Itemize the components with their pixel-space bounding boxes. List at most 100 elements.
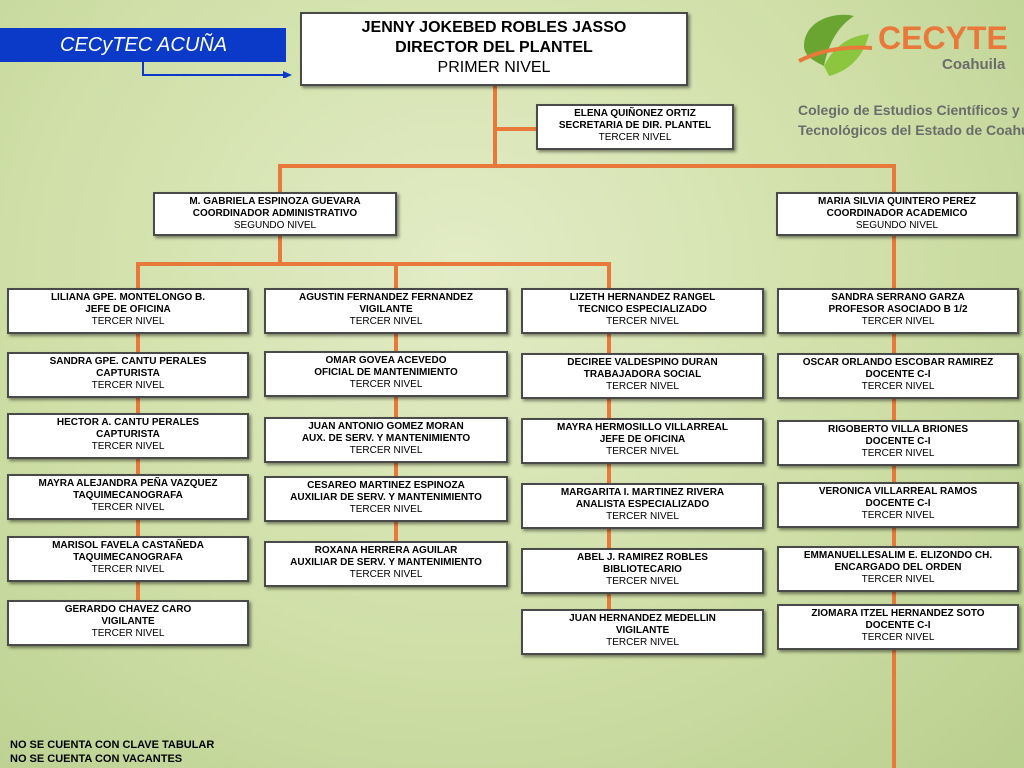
secretary-box: ELENA QUIÑONEZ ORTIZ SECRETARIA DE DIR. … bbox=[536, 104, 734, 150]
staff-title: DOCENTE C-I bbox=[865, 369, 931, 380]
staff-level: TERCER NIVEL bbox=[861, 632, 935, 643]
staff-level: TERCER NIVEL bbox=[91, 441, 165, 452]
staff-title: TECNICO ESPECIALIZADO bbox=[578, 304, 707, 315]
staff-title: CAPTURISTA bbox=[96, 368, 160, 379]
logo-line2: Tecnológicos del Estado de Coahuila bbox=[798, 122, 1024, 138]
staff-level: TERCER NIVEL bbox=[861, 381, 935, 392]
footnote-2: NO SE CUENTA CON VACANTES bbox=[10, 753, 183, 765]
staff-title: AUX. DE SERV. Y MANTENIMIENTO bbox=[301, 433, 471, 444]
connector-acad-trunk bbox=[892, 164, 896, 768]
footnote-1: NO SE CUENTA CON CLAVE TABULAR bbox=[10, 739, 215, 751]
staff-title: JEFE DE OFICINA bbox=[85, 304, 171, 315]
coord-admin-box: M. GABRIELA ESPINOZA GUEVARA COORDINADOR… bbox=[153, 192, 397, 236]
col1-box-0: LILIANA GPE. MONTELONGO B.JEFE DE OFICIN… bbox=[7, 288, 249, 334]
staff-title: VIGILANTE bbox=[615, 625, 670, 636]
staff-level: TERCER NIVEL bbox=[606, 511, 679, 522]
staff-level: TERCER NIVEL bbox=[606, 576, 679, 587]
staff-name: ZIOMARA ITZEL HERNANDEZ SOTO bbox=[811, 608, 985, 619]
coord-admin-level: SEGUNDO NIVEL bbox=[233, 220, 317, 231]
connector-secretary bbox=[497, 127, 537, 131]
staff-name: RIGOBERTO VILLA BRIONES bbox=[827, 424, 968, 435]
staff-name: CESAREO MARTINEZ ESPINOZA bbox=[307, 480, 465, 491]
staff-level: TERCER NIVEL bbox=[606, 381, 679, 392]
connector-col2-trunk bbox=[394, 262, 398, 544]
coord-admin-title: COORDINADOR ADMINISTRATIVO bbox=[192, 208, 358, 219]
staff-title: ENCARGADO DEL ORDEN bbox=[834, 562, 962, 573]
staff-name: SANDRA SERRANO GARZA bbox=[831, 292, 965, 303]
staff-name: LIZETH HERNANDEZ RANGEL bbox=[569, 292, 716, 303]
staff-level: TERCER NIVEL bbox=[91, 628, 165, 639]
staff-level: TERCER NIVEL bbox=[606, 316, 679, 327]
unit-label: CECyTEC ACUÑA bbox=[0, 28, 286, 62]
staff-level: TERCER NIVEL bbox=[91, 380, 165, 391]
staff-title: TAQUIMECANOGRAFA bbox=[73, 490, 183, 501]
director-box: JENNY JOKEBED ROBLES JASSO DIRECTOR DEL … bbox=[300, 12, 688, 86]
staff-name: LILIANA GPE. MONTELONGO B. bbox=[50, 292, 206, 303]
staff-name: OMAR GOVEA ACEVEDO bbox=[325, 355, 447, 366]
staff-level: TERCER NIVEL bbox=[606, 446, 679, 457]
staff-name: JUAN ANTONIO GOMEZ MORAN bbox=[308, 421, 464, 432]
connector-admin-trunk bbox=[278, 236, 282, 264]
unit-arrow-icon bbox=[142, 62, 292, 78]
coord-acad-name: MARIA SILVIA QUINTERO PEREZ bbox=[818, 196, 976, 207]
coord-acad-title: COORDINADOR ACADEMICO bbox=[826, 208, 968, 219]
staff-name: ROXANA HERRERA AGUILAR bbox=[314, 545, 458, 556]
connector-director bbox=[493, 84, 497, 166]
staff-title: AUXILIAR DE SERV. Y MANTENIMIENTO bbox=[290, 557, 482, 568]
coord-acad-level: SEGUNDO NIVEL bbox=[855, 220, 939, 231]
staff-name: HECTOR A. CANTU PERALES bbox=[56, 417, 200, 428]
staff-title: OFICIAL DE MANTENIMIENTO bbox=[314, 367, 458, 378]
staff-level: TERCER NIVEL bbox=[861, 316, 935, 327]
coord-acad-box: MARIA SILVIA QUINTERO PEREZ COORDINADOR … bbox=[776, 192, 1018, 236]
staff-level: TERCER NIVEL bbox=[861, 574, 935, 585]
connector-admin-branch bbox=[136, 262, 610, 266]
staff-name: JUAN HERNANDEZ MEDELLIN bbox=[569, 613, 716, 624]
staff-title: TRABAJADORA SOCIAL bbox=[583, 369, 702, 380]
staff-name: EMMANUELLESALIM E. ELIZONDO CH. bbox=[803, 550, 993, 561]
staff-name: VERONICA VILLARREAL RAMOS bbox=[818, 486, 978, 497]
staff-level: TERCER NIVEL bbox=[349, 504, 423, 515]
staff-name: MAYRA ALEJANDRA PEÑA VAZQUEZ bbox=[38, 478, 218, 489]
leaf-logo-icon bbox=[798, 14, 873, 76]
staff-title: AUXILIAR DE SERV. Y MANTENIMIENTO bbox=[290, 492, 482, 503]
staff-level: TERCER NIVEL bbox=[349, 379, 423, 390]
staff-title: JEFE DE OFICINA bbox=[599, 434, 686, 445]
staff-name: OSCAR ORLANDO ESCOBAR RAMIREZ bbox=[802, 357, 994, 368]
staff-name: SANDRA GPE. CANTU PERALES bbox=[49, 356, 207, 367]
staff-level: TERCER NIVEL bbox=[349, 445, 423, 456]
staff-level: TERCER NIVEL bbox=[861, 510, 935, 521]
connector-admin-drop bbox=[278, 164, 282, 192]
coord-admin-name: M. GABRIELA ESPINOZA GUEVARA bbox=[189, 196, 361, 207]
staff-title: DOCENTE C-I bbox=[865, 498, 931, 509]
staff-name: DECIREE VALDESPINO DURAN bbox=[567, 357, 718, 368]
staff-title: PROFESOR ASOCIADO B 1/2 bbox=[828, 304, 968, 315]
staff-title: BIBLIOTECARIO bbox=[603, 564, 682, 575]
staff-level: TERCER NIVEL bbox=[91, 502, 165, 513]
staff-title: VIGILANTE bbox=[101, 616, 155, 627]
staff-title: ANALISTA ESPECIALIZADO bbox=[575, 499, 710, 510]
director-name: JENNY JOKEBED ROBLES JASSO bbox=[361, 19, 627, 36]
footnotes: NO SE CUENTA CON CLAVE TABULAR NO SE CUE… bbox=[10, 738, 214, 766]
staff-level: TERCER NIVEL bbox=[349, 569, 423, 580]
staff-level: TERCER NIVEL bbox=[861, 448, 935, 459]
staff-title: DOCENTE C-I bbox=[865, 436, 931, 447]
staff-name: ABEL J. RAMIREZ ROBLES bbox=[577, 552, 708, 563]
logo-name: CECYTE bbox=[878, 20, 1008, 56]
director-title: DIRECTOR DEL PLANTEL bbox=[395, 39, 593, 56]
staff-title: VIGILANTE bbox=[359, 304, 413, 315]
staff-name: GERARDO CHAVEZ CARO bbox=[64, 604, 192, 615]
